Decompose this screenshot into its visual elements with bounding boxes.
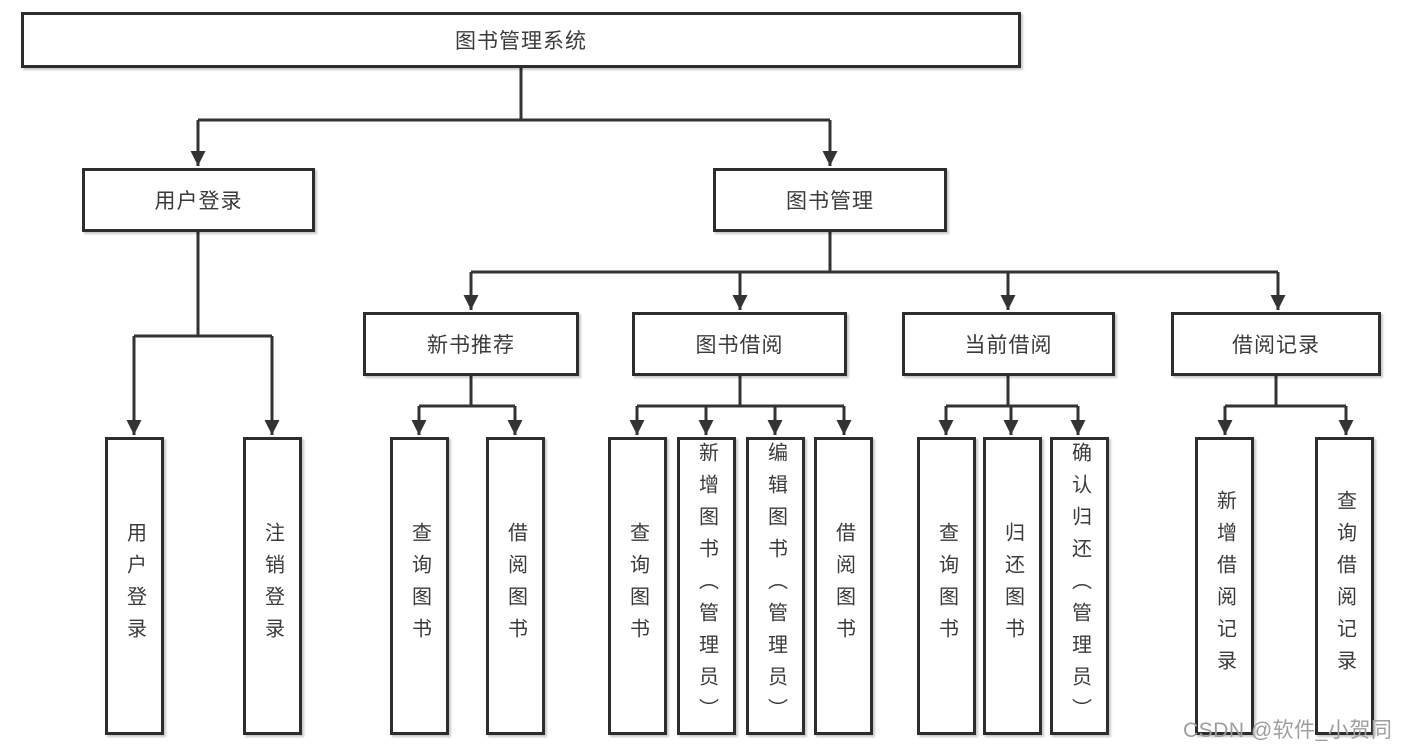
leaf-borrow-book-2-label: 借阅图书 [832,522,855,650]
leaf-query-borrow-record-label: 查询借阅记录 [1333,490,1356,682]
node-borrow-records-label: 借阅记录 [1232,334,1320,357]
node-new-book-recommend-label: 新书推荐 [427,334,515,357]
leaf-return-book-label: 归还图书 [1001,522,1024,650]
node-user-login: 用户登录 [82,168,315,232]
node-library-system-label: 图书管理系统 [455,30,587,53]
node-book-management: 图书管理 [713,168,947,232]
leaf-query-borrow-record: 查询借阅记录 [1315,437,1374,735]
leaf-query-books-3: 查询图书 [917,437,976,735]
leaf-query-books-1-label: 查询图书 [408,522,431,650]
node-book-management-label: 图书管理 [786,190,874,213]
node-current-borrow-label: 当前借阅 [964,334,1053,357]
leaf-edit-book-admin: 编辑图书（管理员） [746,437,805,735]
node-current-borrow: 当前借阅 [902,312,1115,376]
node-book-borrow-label: 图书借阅 [695,334,784,357]
node-book-borrow: 图书借阅 [632,312,847,376]
leaf-add-borrow-record-label: 新增借阅记录 [1213,490,1236,682]
leaf-confirm-return-admin: 确认归还（管理员） [1050,437,1109,735]
leaf-query-books-1: 查询图书 [390,437,449,735]
node-new-book-recommend: 新书推荐 [363,312,579,376]
node-library-system: 图书管理系统 [21,12,1021,68]
leaf-query-books-3-label: 查询图书 [935,522,958,650]
leaf-return-book: 归还图书 [983,437,1042,735]
leaf-query-books-2-label: 查询图书 [626,522,649,650]
leaf-borrow-book-1-label: 借阅图书 [504,522,527,650]
leaf-add-book-admin-label: 新增图书（管理员） [695,442,718,730]
leaf-user-login-label: 用户登录 [123,522,146,650]
leaf-add-book-admin: 新增图书（管理员） [677,437,736,735]
leaf-confirm-return-admin-label: 确认归还（管理员） [1068,442,1091,730]
connector-spines [134,68,1346,408]
leaf-logout: 注销登录 [243,437,302,735]
csdn-watermark: CSDN @软件_小贺同学 [1183,719,1393,742]
leaf-logout-label: 注销登录 [261,522,284,650]
leaf-query-books-2: 查询图书 [608,437,667,735]
node-borrow-records: 借阅记录 [1171,312,1381,376]
leaf-user-login: 用户登录 [105,437,164,735]
leaf-borrow-book-1: 借阅图书 [486,437,545,735]
leaf-edit-book-admin-label: 编辑图书（管理员） [764,442,787,730]
leaf-add-borrow-record: 新增借阅记录 [1195,437,1254,735]
node-user-login-label: 用户登录 [154,190,243,213]
leaf-borrow-book-2: 借阅图书 [814,437,873,735]
